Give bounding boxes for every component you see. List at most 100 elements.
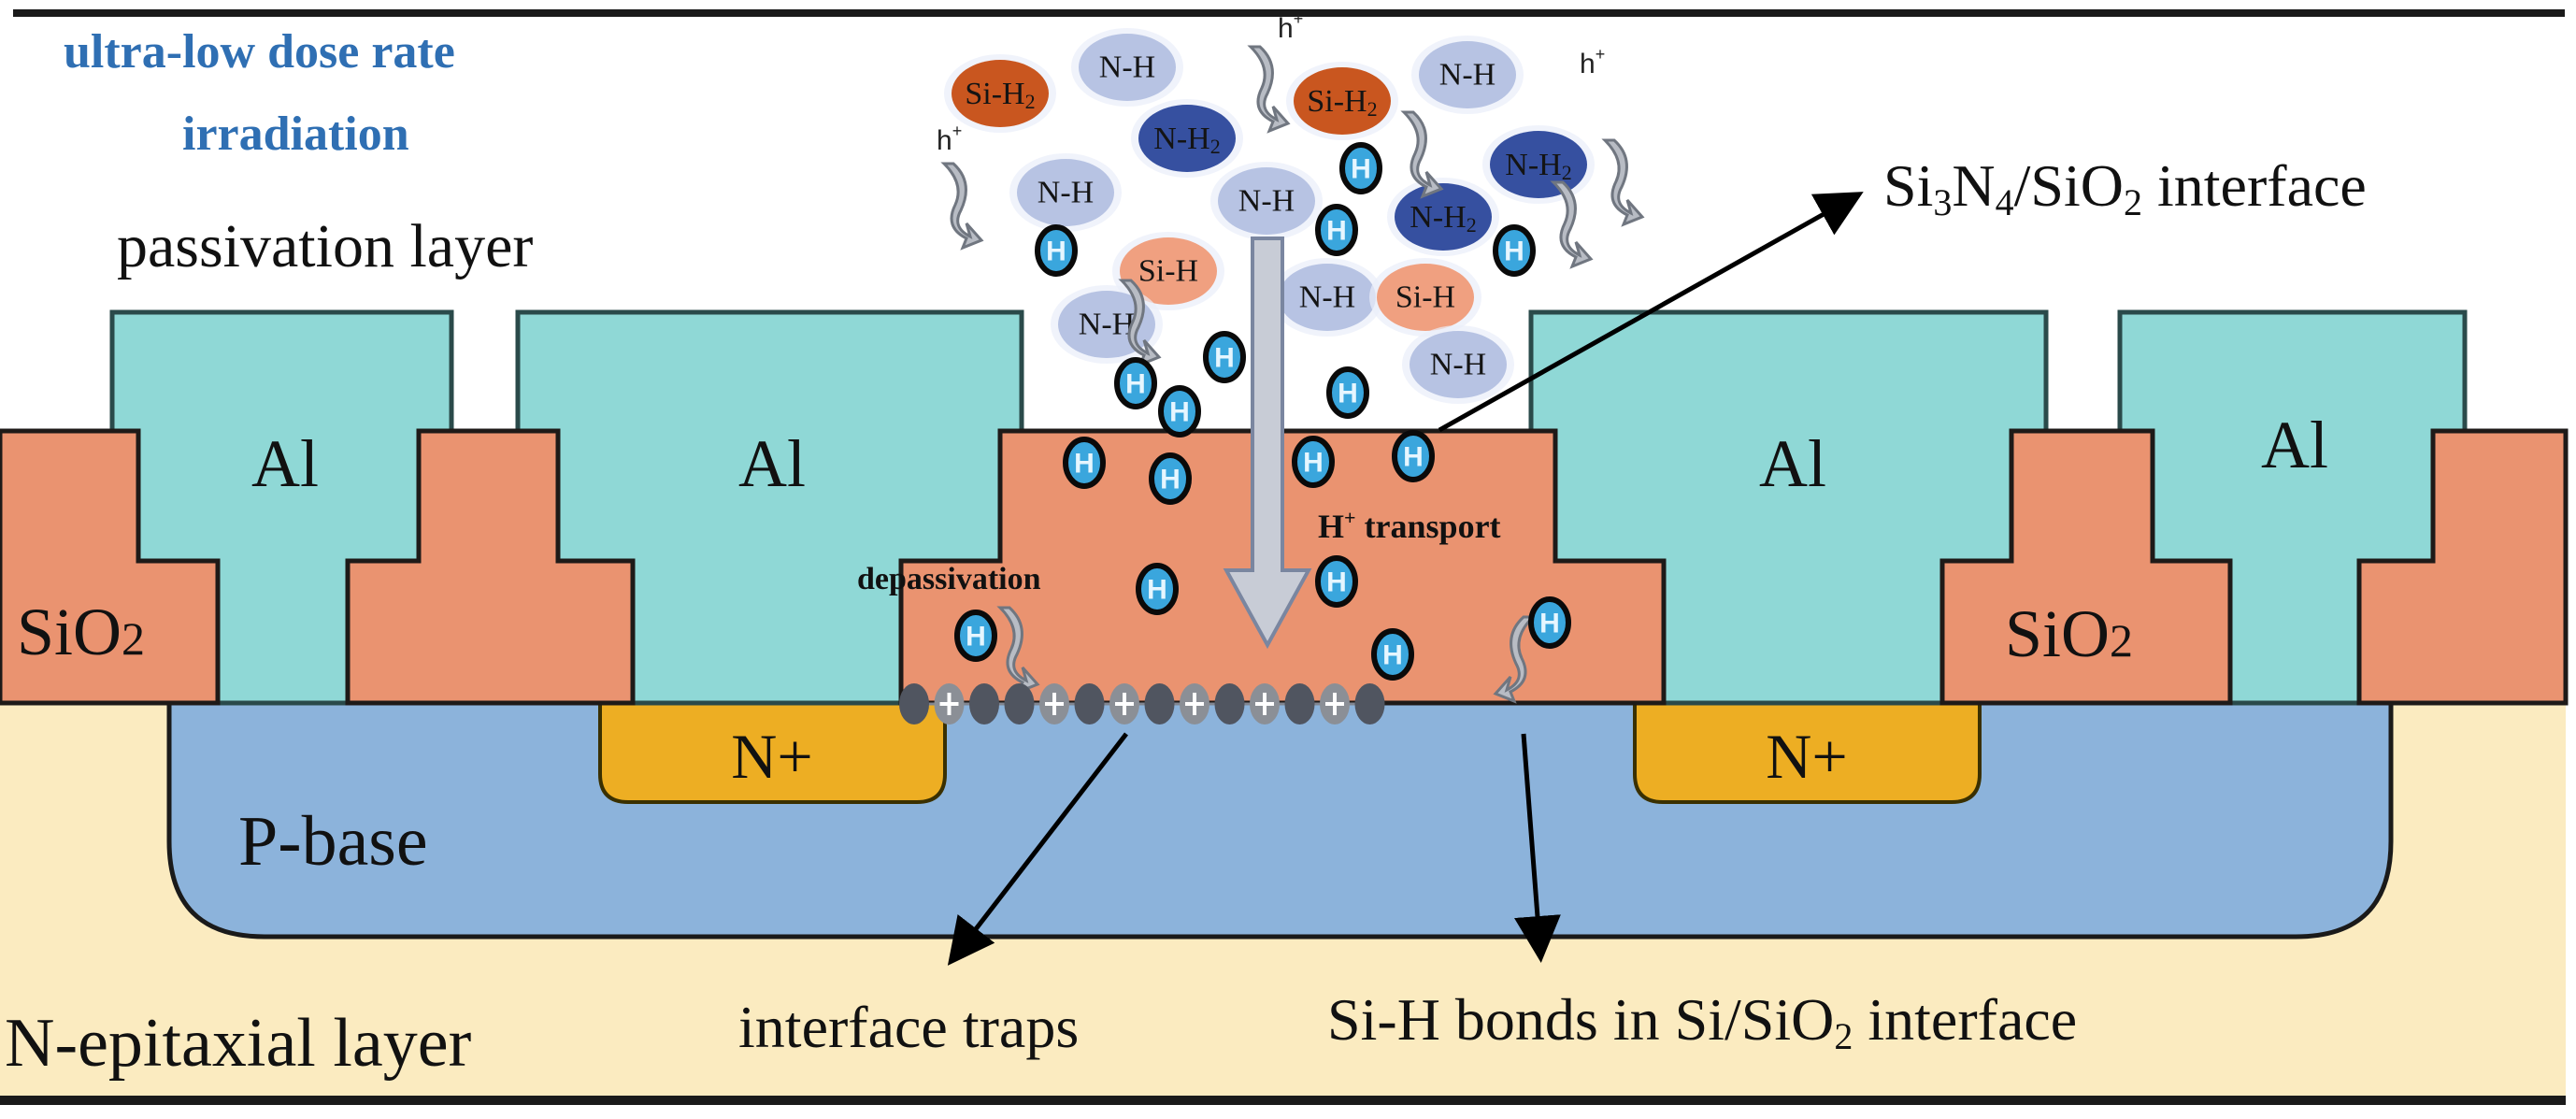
molecule-body (952, 60, 1049, 127)
molecule-n-h: N-H (1411, 36, 1524, 114)
molecule-label: Si-H2 (1307, 84, 1377, 121)
trap-dot (1074, 683, 1105, 724)
hole-capture-arrow-icon (1601, 138, 1645, 227)
hydrogen-ion: H (1493, 224, 1536, 277)
si-h-bond-site (899, 683, 929, 724)
molecule-body (1419, 41, 1516, 108)
sio2-left-edge (0, 428, 221, 706)
hydrogen-ion: H (1315, 204, 1358, 256)
positive-trap-charge (934, 683, 965, 724)
si-h-bond-site (1144, 683, 1175, 724)
molecule-si-h2: Si-H2 (1286, 62, 1398, 140)
plus-icon (939, 693, 959, 715)
molecule-n-h: N-H (1271, 258, 1383, 337)
hydrogen-ion: H (1063, 437, 1106, 489)
si-h-bonds-label: Si-H bonds in Si/SiO2 interface (1327, 986, 2077, 1057)
top-border-line (13, 9, 2565, 17)
h-ion-circle (1392, 430, 1435, 482)
si-h-bond-site (1354, 683, 1385, 724)
h-ion-circle (1292, 436, 1335, 488)
h-ion-label: H (1169, 397, 1190, 428)
sio2-right-edge (2356, 428, 2569, 706)
trap-dot (1004, 683, 1035, 724)
n-epitaxial-label: N-epitaxial layer (5, 1005, 471, 1082)
molecule-label: N-H (1079, 308, 1135, 342)
plus-icon (1045, 693, 1064, 715)
molecule-body (1395, 183, 1492, 251)
h-ion-circle (1063, 437, 1106, 489)
curved-arrow-shape (1493, 615, 1537, 704)
h-ion-label: H (1046, 237, 1066, 267)
molecule-label: N-H2 (1505, 148, 1571, 184)
hydrogen-ion: H (1371, 628, 1414, 681)
molecule-n-h: N-H (1071, 28, 1183, 107)
sio2-left-label: SiO2 (17, 595, 145, 669)
h-ion-label: H (1303, 448, 1324, 479)
n-plus-left-region (598, 701, 947, 804)
molecule-label: N-H (1038, 176, 1094, 210)
h-ion-circle (1114, 357, 1157, 409)
hydrogen-ion: H (1315, 555, 1358, 608)
curved-arrow-shape (1550, 180, 1594, 269)
transport-arrow-shaft (1223, 237, 1312, 650)
positive-trap-charge (1039, 683, 1069, 724)
h-ion-circle (1528, 596, 1571, 649)
molecule-body (1279, 264, 1376, 331)
transport-arrow (1223, 237, 1312, 650)
molecule-label: N-H (1099, 50, 1155, 85)
hydrogen-ion: H (1136, 563, 1179, 615)
hydrogen-ion: H (1392, 430, 1435, 482)
si-h-bond-site (1074, 683, 1105, 724)
molecule-body (1377, 264, 1474, 331)
molecule-label: N-H (1439, 58, 1496, 93)
al-label-2: Al (738, 426, 806, 501)
curved-arrow-shape (940, 162, 984, 251)
hole-capture-arrow-icon (1493, 615, 1537, 704)
trap-dot (1144, 683, 1175, 724)
hole-capture-arrow-icon (1247, 45, 1291, 134)
molecule-body (1410, 331, 1507, 398)
positive-trap-charge (1109, 683, 1139, 724)
positive-trap-charge (1320, 683, 1350, 724)
h-ion-circle (1203, 331, 1246, 383)
molecule-label: N-H (1238, 184, 1295, 219)
p-base-region (166, 700, 2394, 940)
h-ion-circle (1158, 385, 1201, 438)
h-ion-label: H (1125, 369, 1146, 400)
hole-label: h+ (937, 122, 962, 156)
al-label-3: Al (1759, 426, 1826, 501)
hydrogen-ion: H (1326, 366, 1369, 419)
h-ion-label: H (966, 622, 986, 653)
molecule-label: N-H (1430, 348, 1486, 382)
curved-arrow-shape (1118, 279, 1162, 367)
molecule-label: N-H2 (1153, 122, 1220, 158)
n-plus-right-label: N+ (1766, 721, 1847, 792)
hydrogen-ion: H (1203, 331, 1246, 383)
hole-label: h+ (1278, 9, 1303, 44)
hole-capture-arrow-icon (1550, 180, 1594, 269)
plus-icon (1185, 693, 1204, 715)
h-transport-label: H+ transport (1318, 506, 1501, 545)
h-ion-circle (1339, 142, 1382, 194)
positive-trap-charge (1180, 683, 1209, 724)
molecule-label: N-H (1299, 280, 1355, 315)
molecule-n-h2: N-H2 (1131, 99, 1243, 178)
h-ion-label: H (1382, 640, 1403, 671)
h-ion-circle (1493, 224, 1536, 277)
molecule-label: Si-H (1138, 254, 1198, 289)
curved-arrow-shape (1247, 45, 1291, 134)
h-ion-label: H (1326, 567, 1347, 598)
molecule-body (1138, 105, 1236, 172)
h-ion-circle (1315, 555, 1358, 608)
trap-dot (969, 683, 999, 724)
h-ion-label: H (1214, 343, 1235, 374)
si-h-bond-site (1284, 683, 1315, 724)
n-plus-left-label: N+ (731, 721, 812, 792)
h-ion-label: H (1351, 154, 1371, 185)
h-ion-label: H (1326, 216, 1347, 247)
hole-capture-arrow-icon (1400, 110, 1444, 199)
hole-capture-arrow-icon (1118, 279, 1162, 367)
hydrogen-ion: H (1149, 452, 1192, 505)
hydrogen-ion: H (1292, 436, 1335, 488)
